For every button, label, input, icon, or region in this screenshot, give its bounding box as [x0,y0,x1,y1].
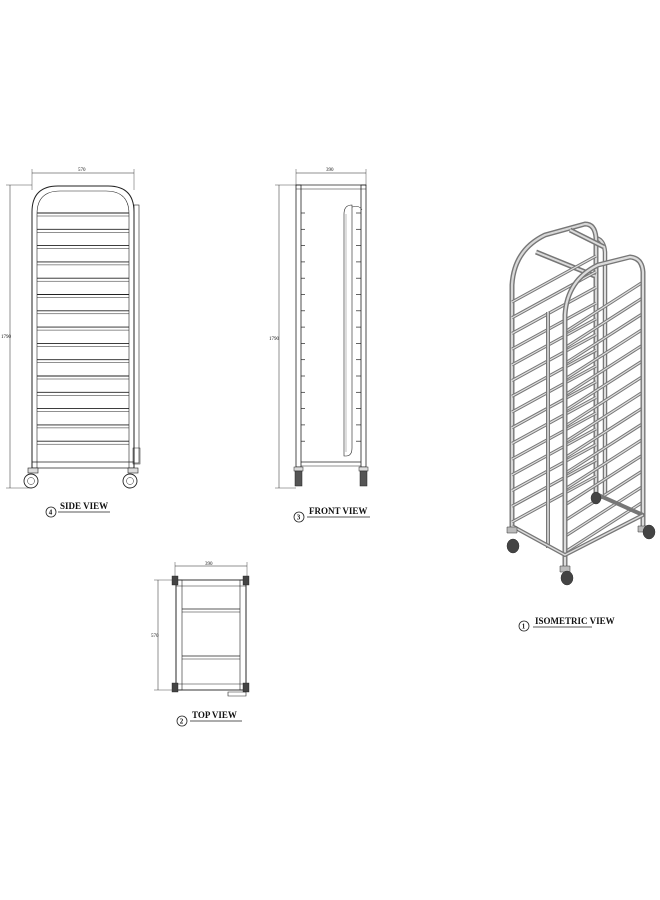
top-handle [227,691,247,697]
top-view-label: TOP VIEW [192,710,237,720]
side-shelf-rail [37,375,129,380]
isometric-view [506,221,656,586]
side-shelf-rail [37,326,129,331]
front-view-number: 3 [297,514,301,522]
iso-caster-front [559,565,574,586]
front-height-dim: 1790 [269,337,280,342]
top-view-caption: 2 TOP VIEW [176,710,242,727]
side-shelf-rail [37,359,129,363]
side-frame-inner [36,190,130,470]
iso-shelf-rail [511,396,644,475]
front-view-label: FRONT VIEW [309,506,367,516]
iso-shelves [511,254,644,554]
top-right-rail [239,579,247,691]
top-frame [175,579,247,691]
front-handle [343,204,353,457]
side-shelf-rail [37,212,129,217]
iso-shelf-rail [511,348,644,428]
front-caster-right [358,466,369,487]
iso-caster-left [506,526,520,554]
top-caster-tl [171,575,179,586]
side-shelf-rail [37,342,129,347]
side-shelf-rail [37,261,129,266]
iso-shelf-rail [511,380,644,460]
front-left-upright [295,184,302,468]
iso-caster-right [637,524,656,540]
front-right-upright [360,184,367,468]
side-shelf-rail [37,424,129,429]
iso-shelf-rail [511,254,644,334]
isometric-view-number: 1 [522,623,526,631]
front-width-dim: 390 [326,168,334,173]
top-left-rail [175,579,183,691]
iso-shelf-rail [511,458,644,538]
iso-caster-back [590,491,602,505]
side-caster-right [122,467,139,489]
isometric-view-label: ISOMETRIC VIEW [535,616,615,626]
side-view-label: SIDE VIEW [60,501,108,511]
side-width-dim: 570 [78,168,86,173]
side-shelf-rail [37,408,129,412]
side-shelf-rail [37,391,129,396]
iso-shelf-rail [511,317,644,397]
top-caster-bl [171,682,179,693]
side-shelves [37,212,129,445]
top-view-number: 2 [180,718,184,726]
top-caster-tr [242,575,250,586]
front-view-caption: 3 FRONT VIEW [293,506,370,523]
side-shelf-rail [37,440,129,445]
top-depth-dim: 570 [151,634,159,639]
side-shelf-rail [37,294,129,298]
iso-shelf-rail [511,411,644,491]
side-shelf-rail [37,310,129,315]
side-view-number: 4 [49,509,53,517]
iso-shelf-rail [511,427,644,507]
isometric-view-caption: 1 ISOMETRIC VIEW [518,616,615,632]
front-shelf-lugs [301,212,361,442]
side-shelf-rail [37,228,129,233]
top-width-dim: 390 [205,562,213,567]
side-view [6,169,141,489]
front-view [275,169,369,489]
side-shelf-rail [37,277,129,282]
iso-shelf-rail [511,301,644,381]
top-caster-br [242,682,250,693]
front-caster-left [293,466,304,487]
side-view-caption: 4 SIDE VIEW [45,501,110,518]
side-handle [133,204,140,464]
iso-shelf-rail [511,270,644,350]
side-shelf-rail [37,245,129,249]
top-view [154,562,250,697]
iso-shelf-rail [511,333,644,412]
side-height-dim: 1790 [1,335,12,340]
iso-shelf-rail [511,364,644,444]
side-caster-left [23,467,39,489]
side-frame-outer [31,185,135,470]
iso-shelf-rail [511,286,644,365]
